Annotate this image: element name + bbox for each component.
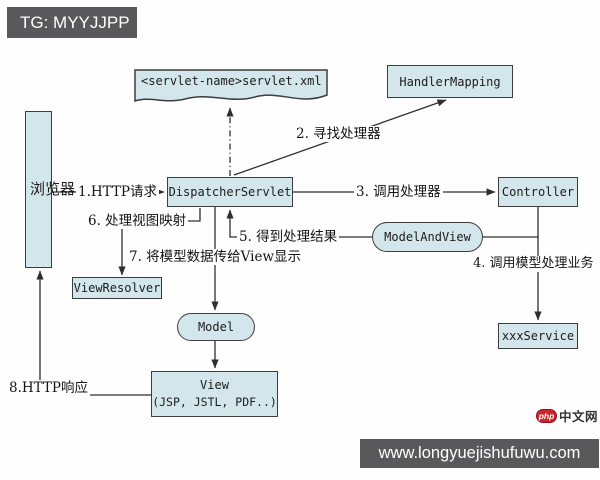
- node-controller: Controller: [498, 177, 578, 207]
- node-model: Model: [177, 313, 255, 341]
- browser-label: 浏览器: [30, 179, 76, 198]
- node-dispatcher-servlet: DispatcherServlet: [167, 177, 293, 207]
- step1-label: 1.HTTP请求: [76, 184, 159, 201]
- line-step6-connector: [187, 208, 201, 222]
- step6-label: 6. 处理视图映射: [86, 213, 189, 230]
- servlet-xml-document-shape: [134, 69, 328, 103]
- telegram-tag-bar: TG: MYYJJPP: [7, 7, 137, 38]
- node-view: View (JSP, JSTL, PDF..): [151, 371, 278, 417]
- php-logo-badge: php: [536, 408, 557, 423]
- node-view-resolver: ViewResolver: [72, 277, 162, 299]
- step4-label: 4. 调用模型处理业务: [471, 256, 596, 272]
- php-logo-text: 中文网: [559, 410, 599, 424]
- step5-label: 5. 得到处理结果: [237, 229, 340, 246]
- node-browser: 浏览器: [25, 111, 76, 268]
- view-title: View: [200, 378, 229, 393]
- step2-label: 2. 寻找处理器: [294, 126, 383, 143]
- node-xxx-service: xxxService: [498, 323, 578, 349]
- node-servlet-xml-label: <servlet-name>servlet.xml: [141, 74, 322, 88]
- node-model-and-view: ModelAndView: [372, 222, 483, 252]
- node-handler-mapping: HandlerMapping: [387, 65, 513, 98]
- watermark-url-bar: www.longyuejishufuwu.com: [360, 439, 599, 468]
- step8-label: 8.HTTP响应: [7, 380, 90, 397]
- view-subtitle: (JSP, JSTL, PDF..): [152, 395, 277, 410]
- step3-label: 3. 调用处理器: [354, 184, 443, 201]
- php-cn-logo: php 中文网: [536, 406, 598, 425]
- step7-label: 7. 将模型数据传给View显示: [127, 249, 304, 266]
